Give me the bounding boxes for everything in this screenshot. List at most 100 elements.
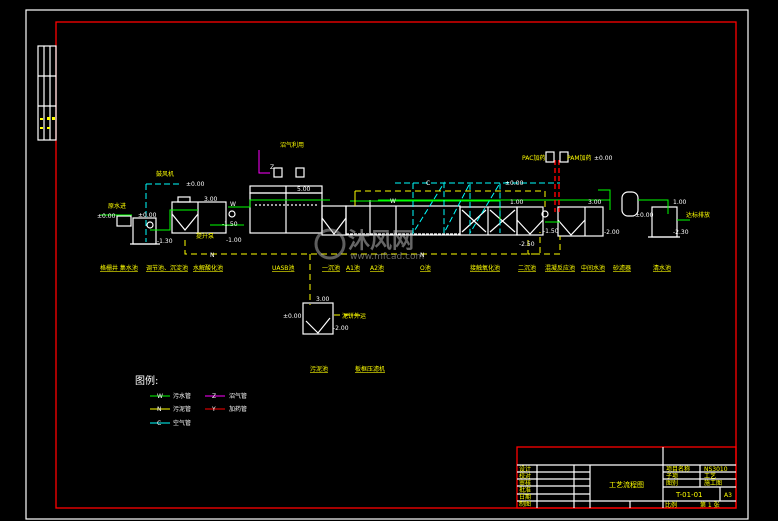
- annotations: 原水进 鼓风机 提升泵 沼气利用 PAC加药 PAM加药 达标排放 泥饼外运 W…: [108, 141, 710, 320]
- collection-pit: [132, 217, 157, 245]
- svg-text:W: W: [230, 201, 236, 208]
- svg-text:混凝反应池: 混凝反应池: [545, 264, 575, 272]
- outer-frame: [25, 9, 749, 520]
- svg-text:沼气利用: 沼气利用: [280, 141, 304, 149]
- svg-text:子项: 子项: [666, 473, 678, 480]
- pipelines: [100, 150, 690, 316]
- inner-frame: [55, 21, 737, 509]
- svg-text:T-01-01: T-01-01: [675, 491, 703, 499]
- svg-text:清水池: 清水池: [653, 264, 671, 272]
- svg-text:3.00: 3.00: [204, 196, 218, 203]
- grille-well: [116, 215, 132, 227]
- svg-text:接触氧化池: 接触氧化池: [470, 264, 500, 272]
- svg-text:A2池: A2池: [370, 264, 384, 272]
- svg-text:Z: Z: [270, 164, 274, 171]
- svg-text:中间水池: 中间水池: [581, 264, 605, 272]
- svg-text:原水进: 原水进: [108, 202, 126, 210]
- left-binding-strip: [37, 45, 57, 141]
- svg-text:制图: 制图: [519, 500, 531, 508]
- svg-text:-2.00: -2.00: [333, 325, 349, 332]
- svg-text:校对: 校对: [519, 472, 531, 480]
- sand-filter: [621, 191, 639, 217]
- svg-text:泥饼外运: 泥饼外运: [342, 312, 366, 320]
- svg-text:项目名称: 项目名称: [666, 465, 690, 473]
- svg-text:PAC加药: PAC加药: [522, 154, 545, 162]
- legend: 图例: W 污水管 Z 沼气管 N 污泥管 Y 加药管 C 空气管: [135, 374, 247, 427]
- svg-text:C: C: [157, 420, 161, 427]
- svg-text:沼气管: 沼气管: [229, 392, 247, 400]
- svg-text:-2.30: -2.30: [673, 229, 689, 236]
- coagulation-tank: [557, 206, 604, 237]
- svg-text:N: N: [210, 252, 215, 259]
- svg-text:3.00: 3.00: [316, 296, 330, 303]
- watermark: 沐风网 www.mfcad.com: [314, 228, 424, 262]
- svg-text:-1.30: -1.30: [157, 238, 173, 245]
- svg-text:日期: 日期: [519, 493, 531, 501]
- svg-text:A3: A3: [724, 492, 732, 499]
- title-block: 设计 校对 审核 批准 日期 制图 工艺流程图 项目名称 子项 图别 NS301…: [516, 446, 737, 509]
- svg-text:PAM加药: PAM加药: [567, 154, 592, 162]
- svg-text:施工图: 施工图: [704, 479, 722, 487]
- svg-text:±0.00: ±0.00: [635, 212, 654, 219]
- svg-text:Y: Y: [211, 406, 216, 413]
- svg-text:NS3010: NS3010: [704, 466, 728, 473]
- svg-text:1.00: 1.00: [510, 199, 524, 206]
- svg-text:批准: 批准: [519, 486, 531, 494]
- svg-text:A1池: A1池: [346, 264, 360, 272]
- svg-text:砂滤器: 砂滤器: [613, 264, 631, 272]
- svg-text:W: W: [390, 198, 396, 205]
- svg-text:空气管: 空气管: [173, 419, 191, 427]
- svg-text:图别: 图别: [666, 479, 678, 487]
- svg-text:达标排放: 达标排放: [686, 211, 710, 219]
- svg-text:工艺: 工艺: [704, 472, 716, 480]
- svg-text:N: N: [157, 406, 162, 413]
- svg-text:图例:: 图例:: [135, 374, 158, 387]
- svg-text:加药管: 加药管: [229, 405, 247, 413]
- svg-text:二沉池: 二沉池: [518, 264, 536, 272]
- svg-text:-1.00: -1.00: [226, 237, 242, 244]
- svg-text:设计: 设计: [519, 465, 531, 473]
- svg-text:鼓风机: 鼓风机: [156, 170, 174, 178]
- svg-text:O池: O池: [420, 264, 431, 272]
- svg-text:工艺流程图: 工艺流程图: [609, 480, 644, 489]
- svg-text:污泥池: 污泥池: [310, 365, 328, 373]
- svg-text:提升泵: 提升泵: [196, 232, 214, 240]
- svg-text:污泥管: 污泥管: [173, 405, 191, 413]
- svg-text:±0.00: ±0.00: [594, 155, 613, 162]
- secondary-clarifier: [516, 206, 544, 236]
- svg-text:±0.00: ±0.00: [505, 180, 524, 187]
- equipment: [146, 151, 569, 229]
- svg-text:-2.50: -2.50: [519, 241, 535, 248]
- svg-text:沐风网: 沐风网: [348, 229, 414, 254]
- svg-text:N: N: [420, 252, 425, 259]
- svg-text:C: C: [426, 180, 430, 187]
- svg-text:-1.50: -1.50: [222, 221, 238, 228]
- unit-labels: 格栅井 集水池 调节池、沉淀池 水解酸化池 UASB池 一沉池 A1池 A2池 …: [100, 264, 671, 373]
- process-tanks: [116, 185, 680, 335]
- svg-text:一沉池: 一沉池: [322, 264, 340, 272]
- svg-text:±0.00: ±0.00: [97, 213, 116, 220]
- svg-text:污水管: 污水管: [173, 392, 191, 400]
- svg-text:审核: 审核: [519, 479, 531, 487]
- svg-text:调节池、沉淀池: 调节池、沉淀池: [146, 264, 188, 272]
- elevation-labels: ±0.00 ±0.00 -1.30 ±0.00 3.00 -1.50 -1.00…: [97, 155, 689, 332]
- regulating-tank: [171, 201, 227, 234]
- svg-text:格栅井 集水池: 格栅井 集水池: [100, 264, 138, 272]
- svg-text:±0.00: ±0.00: [138, 212, 157, 219]
- svg-text:5.00: 5.00: [297, 186, 311, 193]
- svg-text:第 1 张: 第 1 张: [700, 501, 720, 509]
- svg-text:www.mfcad.com: www.mfcad.com: [350, 252, 424, 262]
- svg-text:W: W: [157, 393, 163, 400]
- sludge-tank: [302, 302, 334, 335]
- svg-text:-2.00: -2.00: [604, 229, 620, 236]
- svg-text:UASB池: UASB池: [272, 264, 294, 272]
- svg-text:板框压滤机: 板框压滤机: [355, 365, 385, 373]
- svg-text:±0.00: ±0.00: [283, 313, 302, 320]
- svg-text:±0.00: ±0.00: [186, 181, 205, 188]
- svg-text:3.00: 3.00: [588, 199, 602, 206]
- svg-text:比例: 比例: [665, 501, 677, 509]
- svg-text:水解酸化池: 水解酸化池: [193, 264, 223, 272]
- svg-text:1.00: 1.00: [673, 199, 687, 206]
- svg-text:Z: Z: [212, 393, 216, 400]
